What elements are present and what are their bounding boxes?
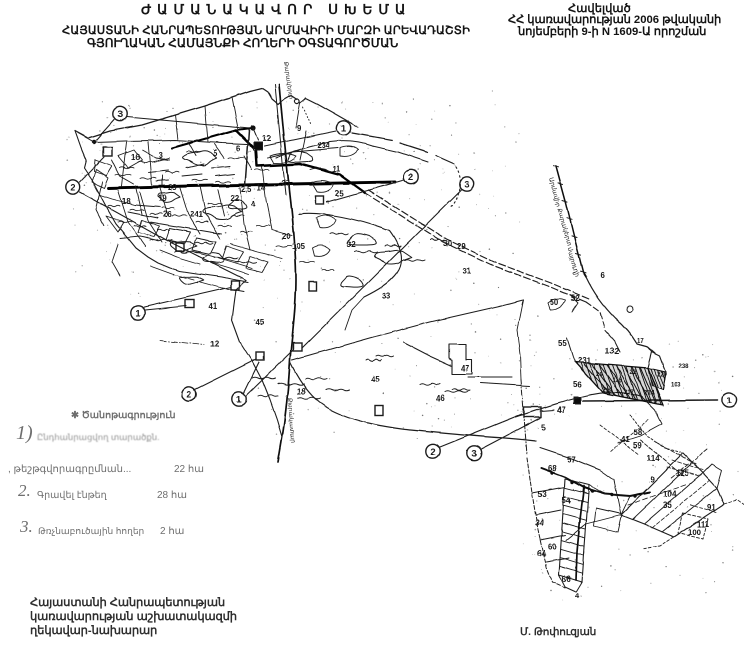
svg-text:214: 214: [644, 391, 655, 397]
svg-text:12: 12: [262, 134, 271, 143]
svg-text:234: 234: [317, 141, 331, 150]
svg-text:35: 35: [663, 501, 672, 510]
svg-text:1: 1: [135, 308, 141, 319]
svg-text:4: 4: [575, 591, 580, 600]
svg-text:33: 33: [382, 292, 391, 301]
svg-text:231: 231: [578, 356, 592, 365]
svg-text:41: 41: [208, 302, 217, 311]
svg-text:217: 217: [624, 390, 635, 396]
svg-text:56: 56: [573, 380, 582, 389]
svg-text:9: 9: [297, 124, 302, 133]
svg-text:18: 18: [122, 197, 131, 206]
svg-text:1: 1: [341, 123, 347, 134]
svg-text:Քարակատար: Քարակատար: [286, 398, 296, 444]
svg-text:16: 16: [131, 153, 140, 162]
svg-text:111: 111: [697, 520, 710, 529]
svg-text:47: 47: [461, 364, 470, 373]
svg-text:116: 116: [612, 378, 622, 384]
svg-text:31: 31: [462, 267, 471, 276]
svg-text:2: 2: [186, 389, 191, 400]
svg-text:53: 53: [538, 490, 547, 499]
svg-text:132: 132: [605, 346, 619, 356]
svg-text:2: 2: [408, 172, 413, 183]
svg-text:103: 103: [671, 383, 682, 389]
svg-text:Քարակերտ: Քարակերտ: [282, 61, 294, 99]
svg-text:114: 114: [647, 454, 660, 463]
svg-text:11: 11: [332, 165, 341, 174]
svg-text:34: 34: [535, 519, 544, 528]
svg-text:104: 104: [663, 490, 677, 499]
svg-text:3: 3: [464, 179, 469, 190]
svg-text:6: 6: [600, 271, 605, 280]
svg-text:59: 59: [633, 441, 642, 450]
svg-text:47: 47: [557, 406, 566, 415]
svg-text:22: 22: [230, 194, 239, 203]
svg-text:22: 22: [630, 370, 637, 376]
svg-text:2,5: 2,5: [241, 185, 253, 194]
svg-text:58: 58: [633, 428, 642, 437]
svg-text:57: 57: [567, 455, 576, 464]
svg-text:23: 23: [281, 179, 290, 188]
svg-text:19: 19: [158, 194, 167, 203]
svg-text:60: 60: [548, 542, 557, 551]
svg-text:105: 105: [292, 242, 306, 251]
svg-text:68: 68: [548, 464, 557, 473]
svg-text:26: 26: [163, 210, 172, 219]
svg-text:12: 12: [210, 340, 219, 349]
svg-text:219: 219: [602, 388, 613, 394]
svg-text:54: 54: [562, 496, 571, 505]
svg-text:52: 52: [571, 294, 580, 303]
svg-text:30: 30: [443, 239, 452, 248]
svg-text:29: 29: [168, 183, 177, 192]
svg-text:46: 46: [436, 394, 445, 403]
svg-text:220: 220: [657, 372, 668, 378]
svg-text:32: 32: [347, 240, 356, 249]
svg-text:1: 1: [726, 395, 732, 406]
svg-text:41: 41: [621, 435, 630, 444]
svg-text:5: 5: [213, 149, 218, 158]
svg-text:3: 3: [159, 151, 164, 160]
svg-text:45: 45: [371, 375, 380, 384]
svg-text:1: 1: [236, 394, 242, 405]
svg-text:50: 50: [550, 298, 559, 307]
svg-text:2: 2: [70, 182, 75, 193]
svg-text:29: 29: [457, 242, 466, 251]
svg-text:2: 2: [430, 446, 435, 457]
svg-text:66: 66: [562, 575, 571, 584]
svg-text:100: 100: [688, 528, 702, 537]
svg-text:125: 125: [676, 469, 690, 478]
svg-text:55: 55: [558, 339, 567, 348]
svg-text:91: 91: [707, 503, 716, 512]
svg-text:45: 45: [255, 318, 264, 327]
svg-text:4: 4: [251, 200, 256, 209]
svg-text:28: 28: [596, 372, 603, 378]
svg-text:64: 64: [537, 549, 546, 558]
svg-text:238: 238: [678, 364, 689, 370]
svg-text:3: 3: [117, 109, 122, 120]
svg-text:18: 18: [297, 387, 306, 396]
svg-text:25: 25: [335, 189, 344, 198]
svg-text:9: 9: [650, 475, 655, 484]
svg-text:3: 3: [471, 448, 476, 459]
svg-text:14: 14: [257, 183, 266, 192]
svg-text:5: 5: [541, 423, 546, 432]
svg-text:241: 241: [190, 210, 204, 219]
svg-text:20: 20: [282, 232, 291, 241]
svg-text:17: 17: [637, 339, 644, 345]
svg-text:6: 6: [236, 144, 241, 153]
